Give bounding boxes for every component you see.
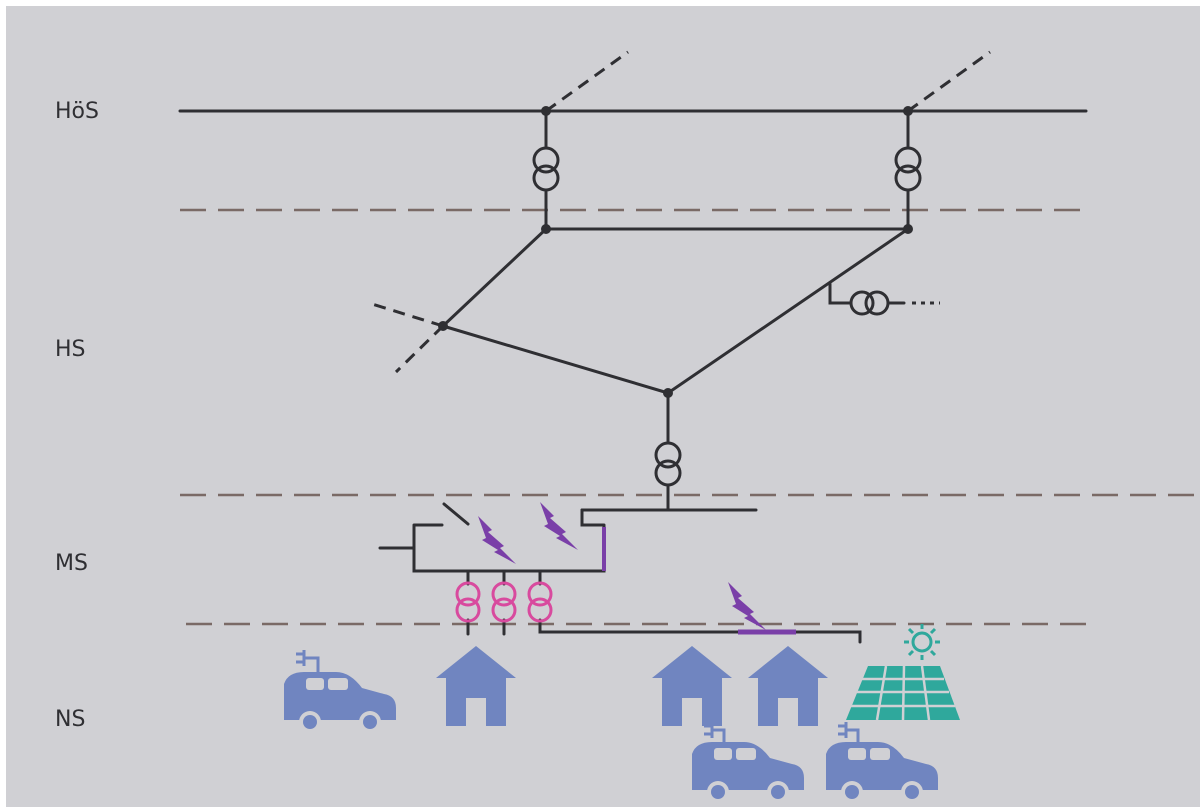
level-label-hoes: HöS	[55, 99, 99, 124]
transformer-icon	[894, 146, 922, 192]
network-lines	[178, 109, 1088, 644]
level-label-ms: MS	[55, 551, 88, 576]
level-label-ns: NS	[55, 707, 86, 732]
node-5	[438, 321, 448, 331]
house-icon	[652, 646, 732, 726]
node-1	[541, 106, 551, 116]
house-icon	[748, 646, 828, 726]
electric-car-icon	[826, 722, 938, 803]
transformer-icon	[455, 581, 481, 623]
sun-icon	[904, 624, 940, 660]
network-nodes	[438, 106, 913, 398]
transformer-icon	[532, 146, 560, 192]
outgoing-line-1	[545, 50, 629, 113]
hs-line-lower	[441, 324, 670, 395]
electric-car-icon	[284, 650, 396, 733]
node-3	[541, 224, 551, 234]
voltage-separators	[180, 208, 1200, 626]
outgoing-line-3	[371, 302, 444, 328]
fault-markers	[478, 502, 796, 635]
solar-panel-icon	[846, 665, 960, 721]
transformer-icon	[654, 441, 682, 487]
lightning-fault-icon	[478, 516, 516, 564]
hs-line-left	[441, 227, 548, 328]
node-4	[903, 224, 913, 234]
ms-ns-transformer-icons	[455, 581, 553, 623]
consumers	[284, 646, 938, 803]
grid-diagram: HöS HS MS NS	[6, 6, 1200, 807]
ms-ring	[412, 508, 606, 573]
outgoing-line-4	[394, 324, 445, 374]
lightning-fault-icon	[540, 502, 578, 550]
transformer-icons	[532, 146, 922, 487]
ns-feeder	[538, 618, 862, 644]
ms-switch	[442, 502, 470, 526]
outgoing-lines	[371, 50, 991, 374]
electric-car-icon	[692, 722, 804, 803]
transformer-icon	[849, 290, 890, 316]
level-label-hs: HS	[55, 337, 86, 362]
outgoing-line-2	[907, 50, 991, 113]
diagram-svg	[178, 50, 1200, 803]
house-icon	[436, 646, 516, 726]
node-6	[663, 388, 673, 398]
hs-branch	[828, 282, 852, 305]
transformer-icon	[491, 581, 517, 623]
hs-line-right	[666, 227, 910, 395]
transformer-icon	[527, 581, 553, 623]
node-2	[903, 106, 913, 116]
